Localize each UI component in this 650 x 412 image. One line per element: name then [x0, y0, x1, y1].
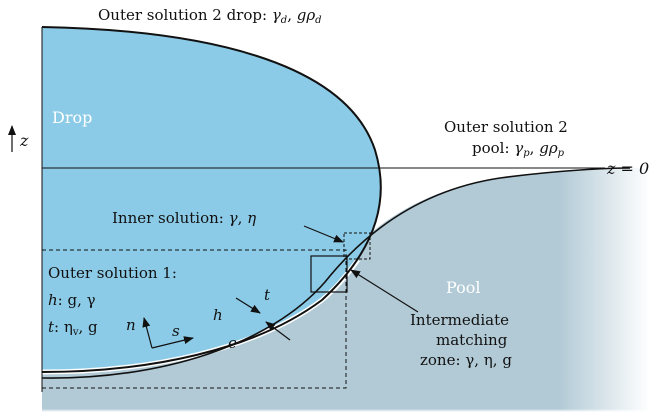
var-h-label: h [213, 306, 223, 324]
inner-solution-arrow [303, 225, 344, 243]
outer-solution-2-pool-label-line2: pool: γp, gρp [472, 139, 565, 159]
pool-bottom-fade [42, 380, 650, 412]
z-zero-label: z = 0 [606, 159, 649, 178]
var-n-label: n [126, 316, 136, 334]
outer-solution-1-box [41, 249, 347, 389]
pool-surface-line [41, 167, 631, 379]
intermediate-zone-arrow [350, 269, 419, 313]
outer-solution-2-pool-label-line1: Outer solution 2 [444, 118, 568, 136]
t-indicator-top [235, 297, 261, 314]
inner-solution-label: Inner solution: γ, η [112, 209, 256, 227]
n-arrow [142, 317, 153, 349]
outer-solution-1-t: t: ηv, g [48, 318, 98, 338]
intermediate-zone-box [310, 255, 348, 293]
t-indicator-bottom [265, 321, 291, 341]
outer-solution-1-title: Outer solution 1: [48, 264, 177, 282]
var-s-label: s [172, 322, 180, 340]
drop-outline [41, 26, 382, 373]
var-e-label: e [228, 334, 237, 352]
intermediate-label-line2: matching [436, 331, 508, 349]
outer-solution-1-h: h: g, γ [48, 291, 96, 309]
outer-solution-2-drop-label: Outer solution 2 drop: γd, gρd [98, 6, 322, 26]
intermediate-label-line1: Intermediate [410, 311, 509, 329]
s-arrow [151, 336, 194, 349]
z-axis-label: z [19, 131, 29, 150]
inner-solution-box [343, 232, 371, 260]
var-t-label: t [264, 286, 271, 304]
pool-label: Pool [446, 278, 481, 297]
drop-region [42, 27, 381, 372]
intermediate-label-line3: zone: γ, η, g [420, 351, 512, 369]
drop-label: Drop [52, 108, 92, 127]
